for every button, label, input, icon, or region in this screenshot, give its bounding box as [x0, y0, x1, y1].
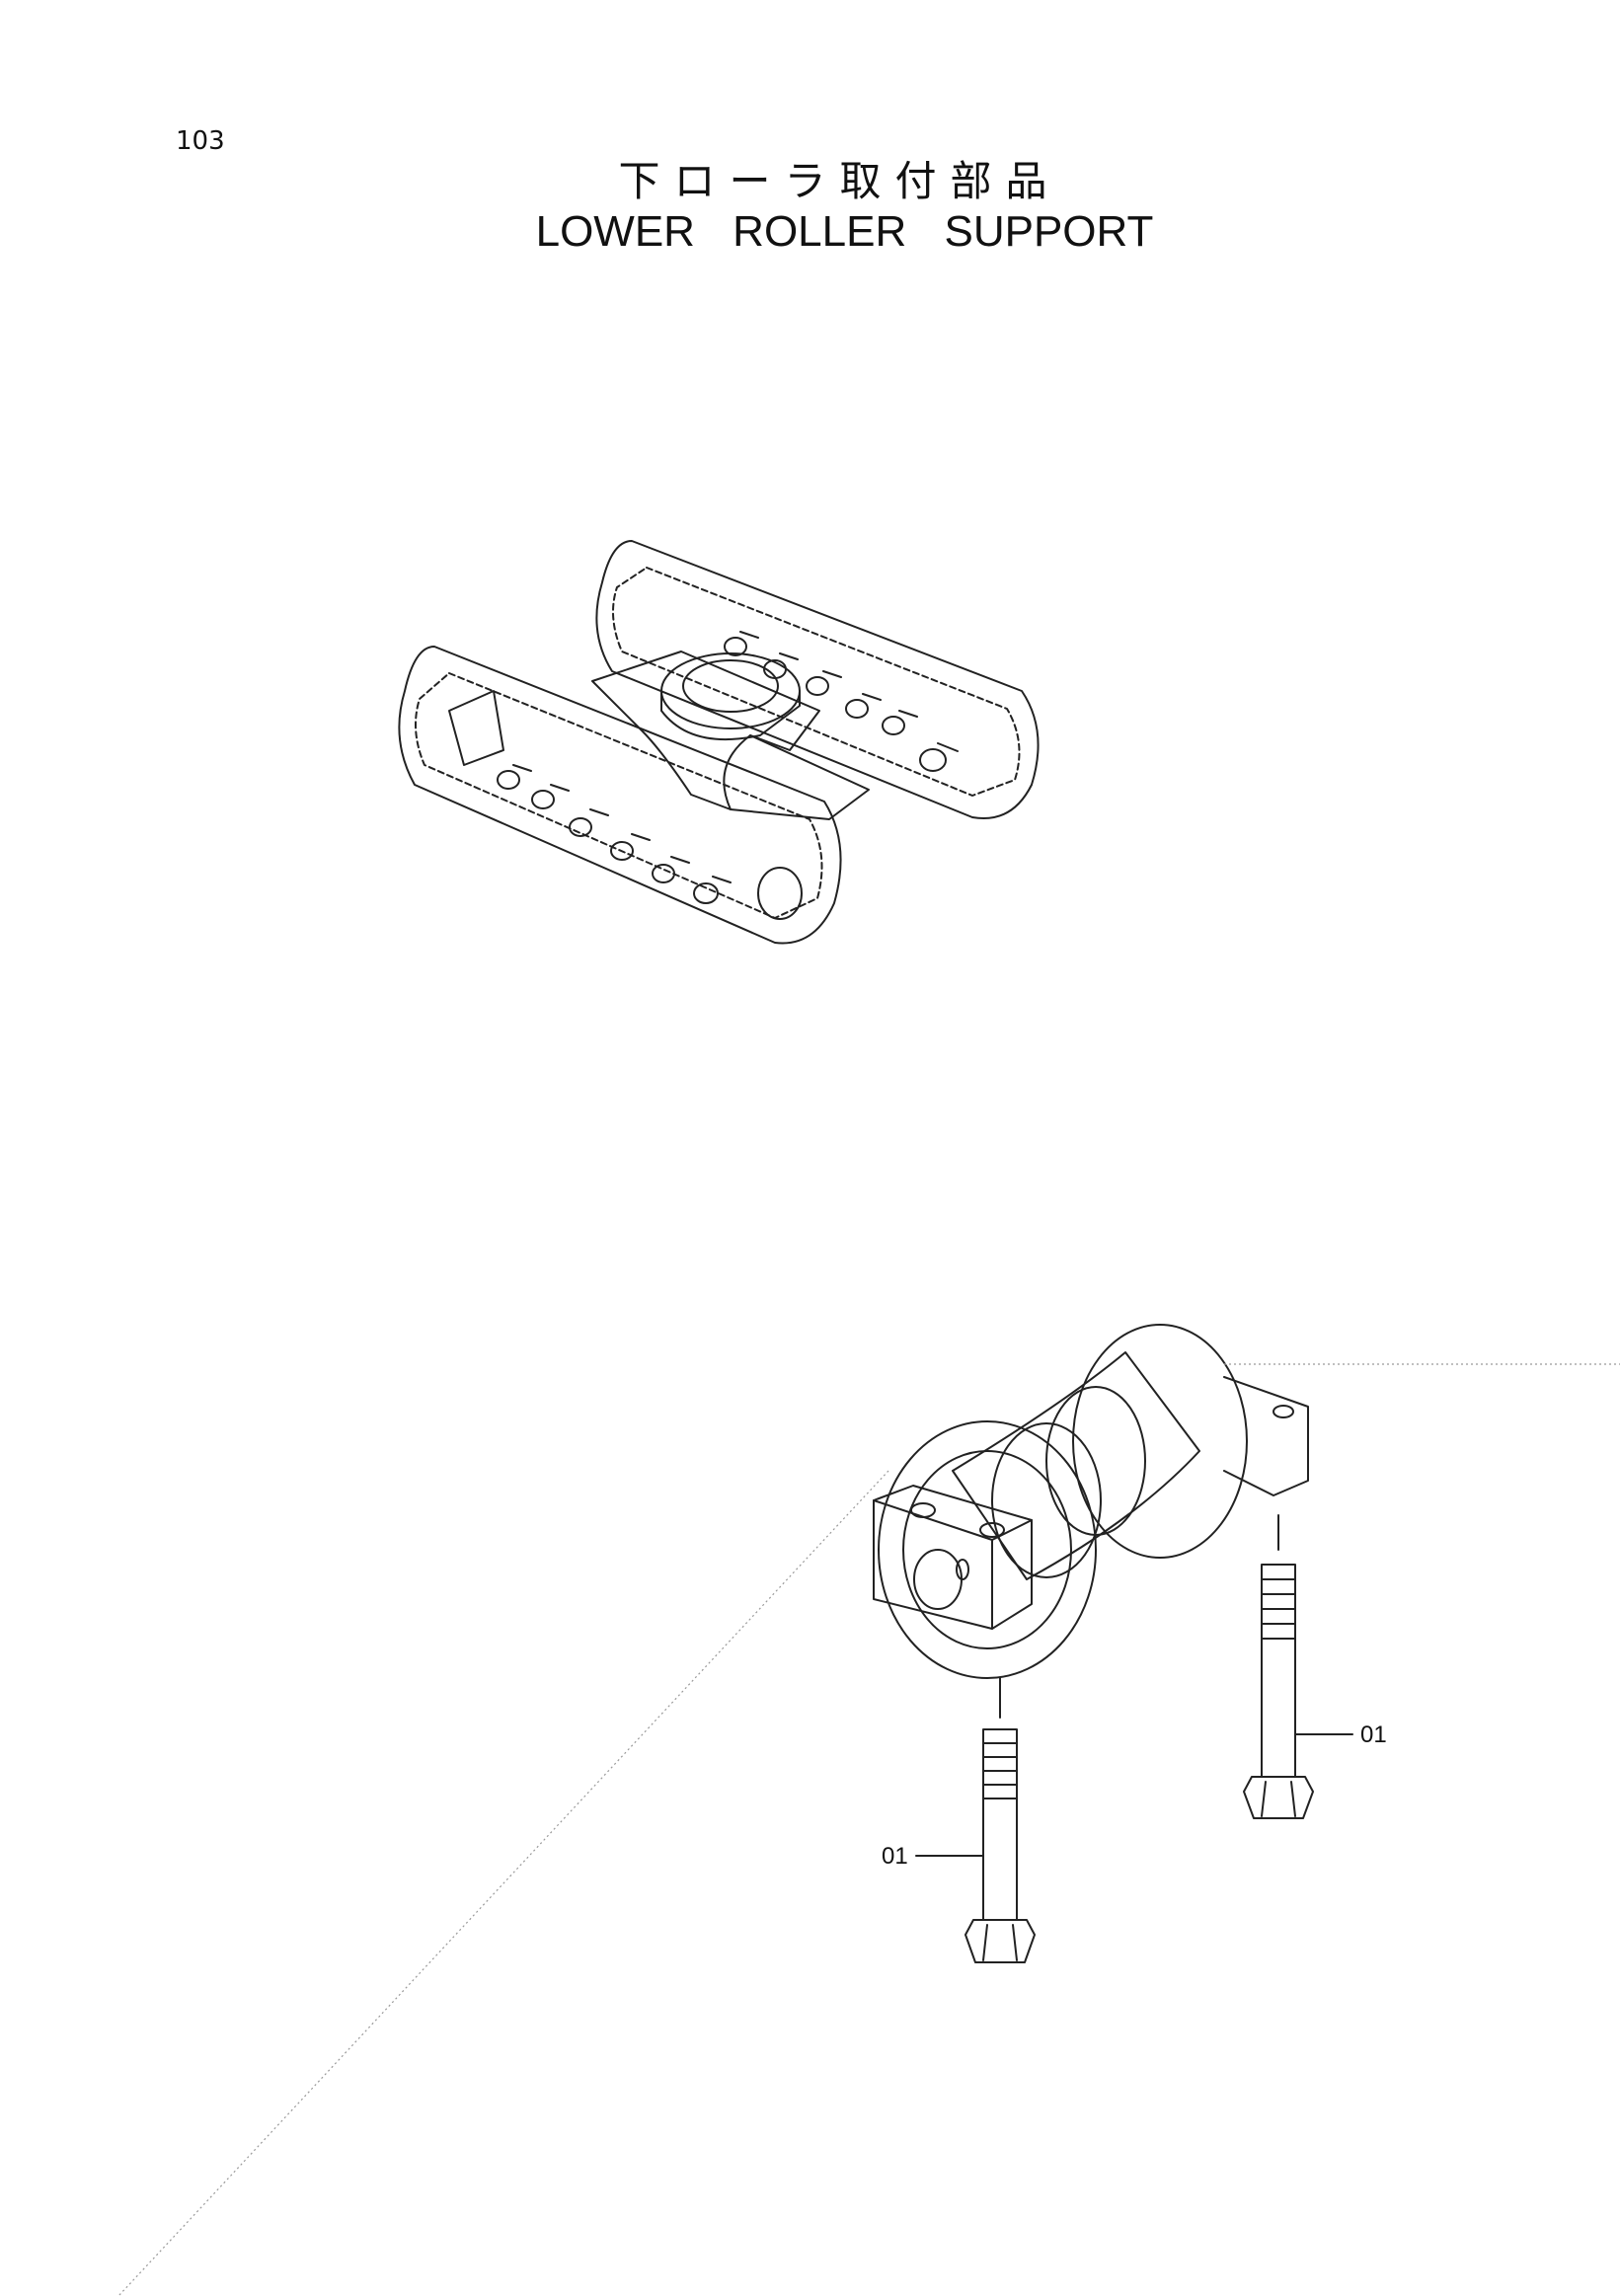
page-title-english: LOWER ROLLER SUPPORT [535, 207, 1154, 256]
lower-bolt [915, 1677, 1036, 1963]
dotted-reference-lines [117, 1363, 1620, 2296]
undercarriage-overview [398, 540, 1040, 945]
track-rollers-back [724, 631, 959, 772]
track-rollers-front [497, 764, 732, 904]
page-number: 103 [176, 126, 225, 156]
upper-bolt [1243, 1514, 1353, 1819]
lower-roller-assembly [873, 1324, 1353, 1963]
page-title-japanese: 下ローラ取付部品 [618, 157, 1061, 205]
callout-label-upper-bolt: 01 [1360, 1722, 1387, 1748]
callout-label-lower-bolt: 01 [882, 1843, 908, 1870]
